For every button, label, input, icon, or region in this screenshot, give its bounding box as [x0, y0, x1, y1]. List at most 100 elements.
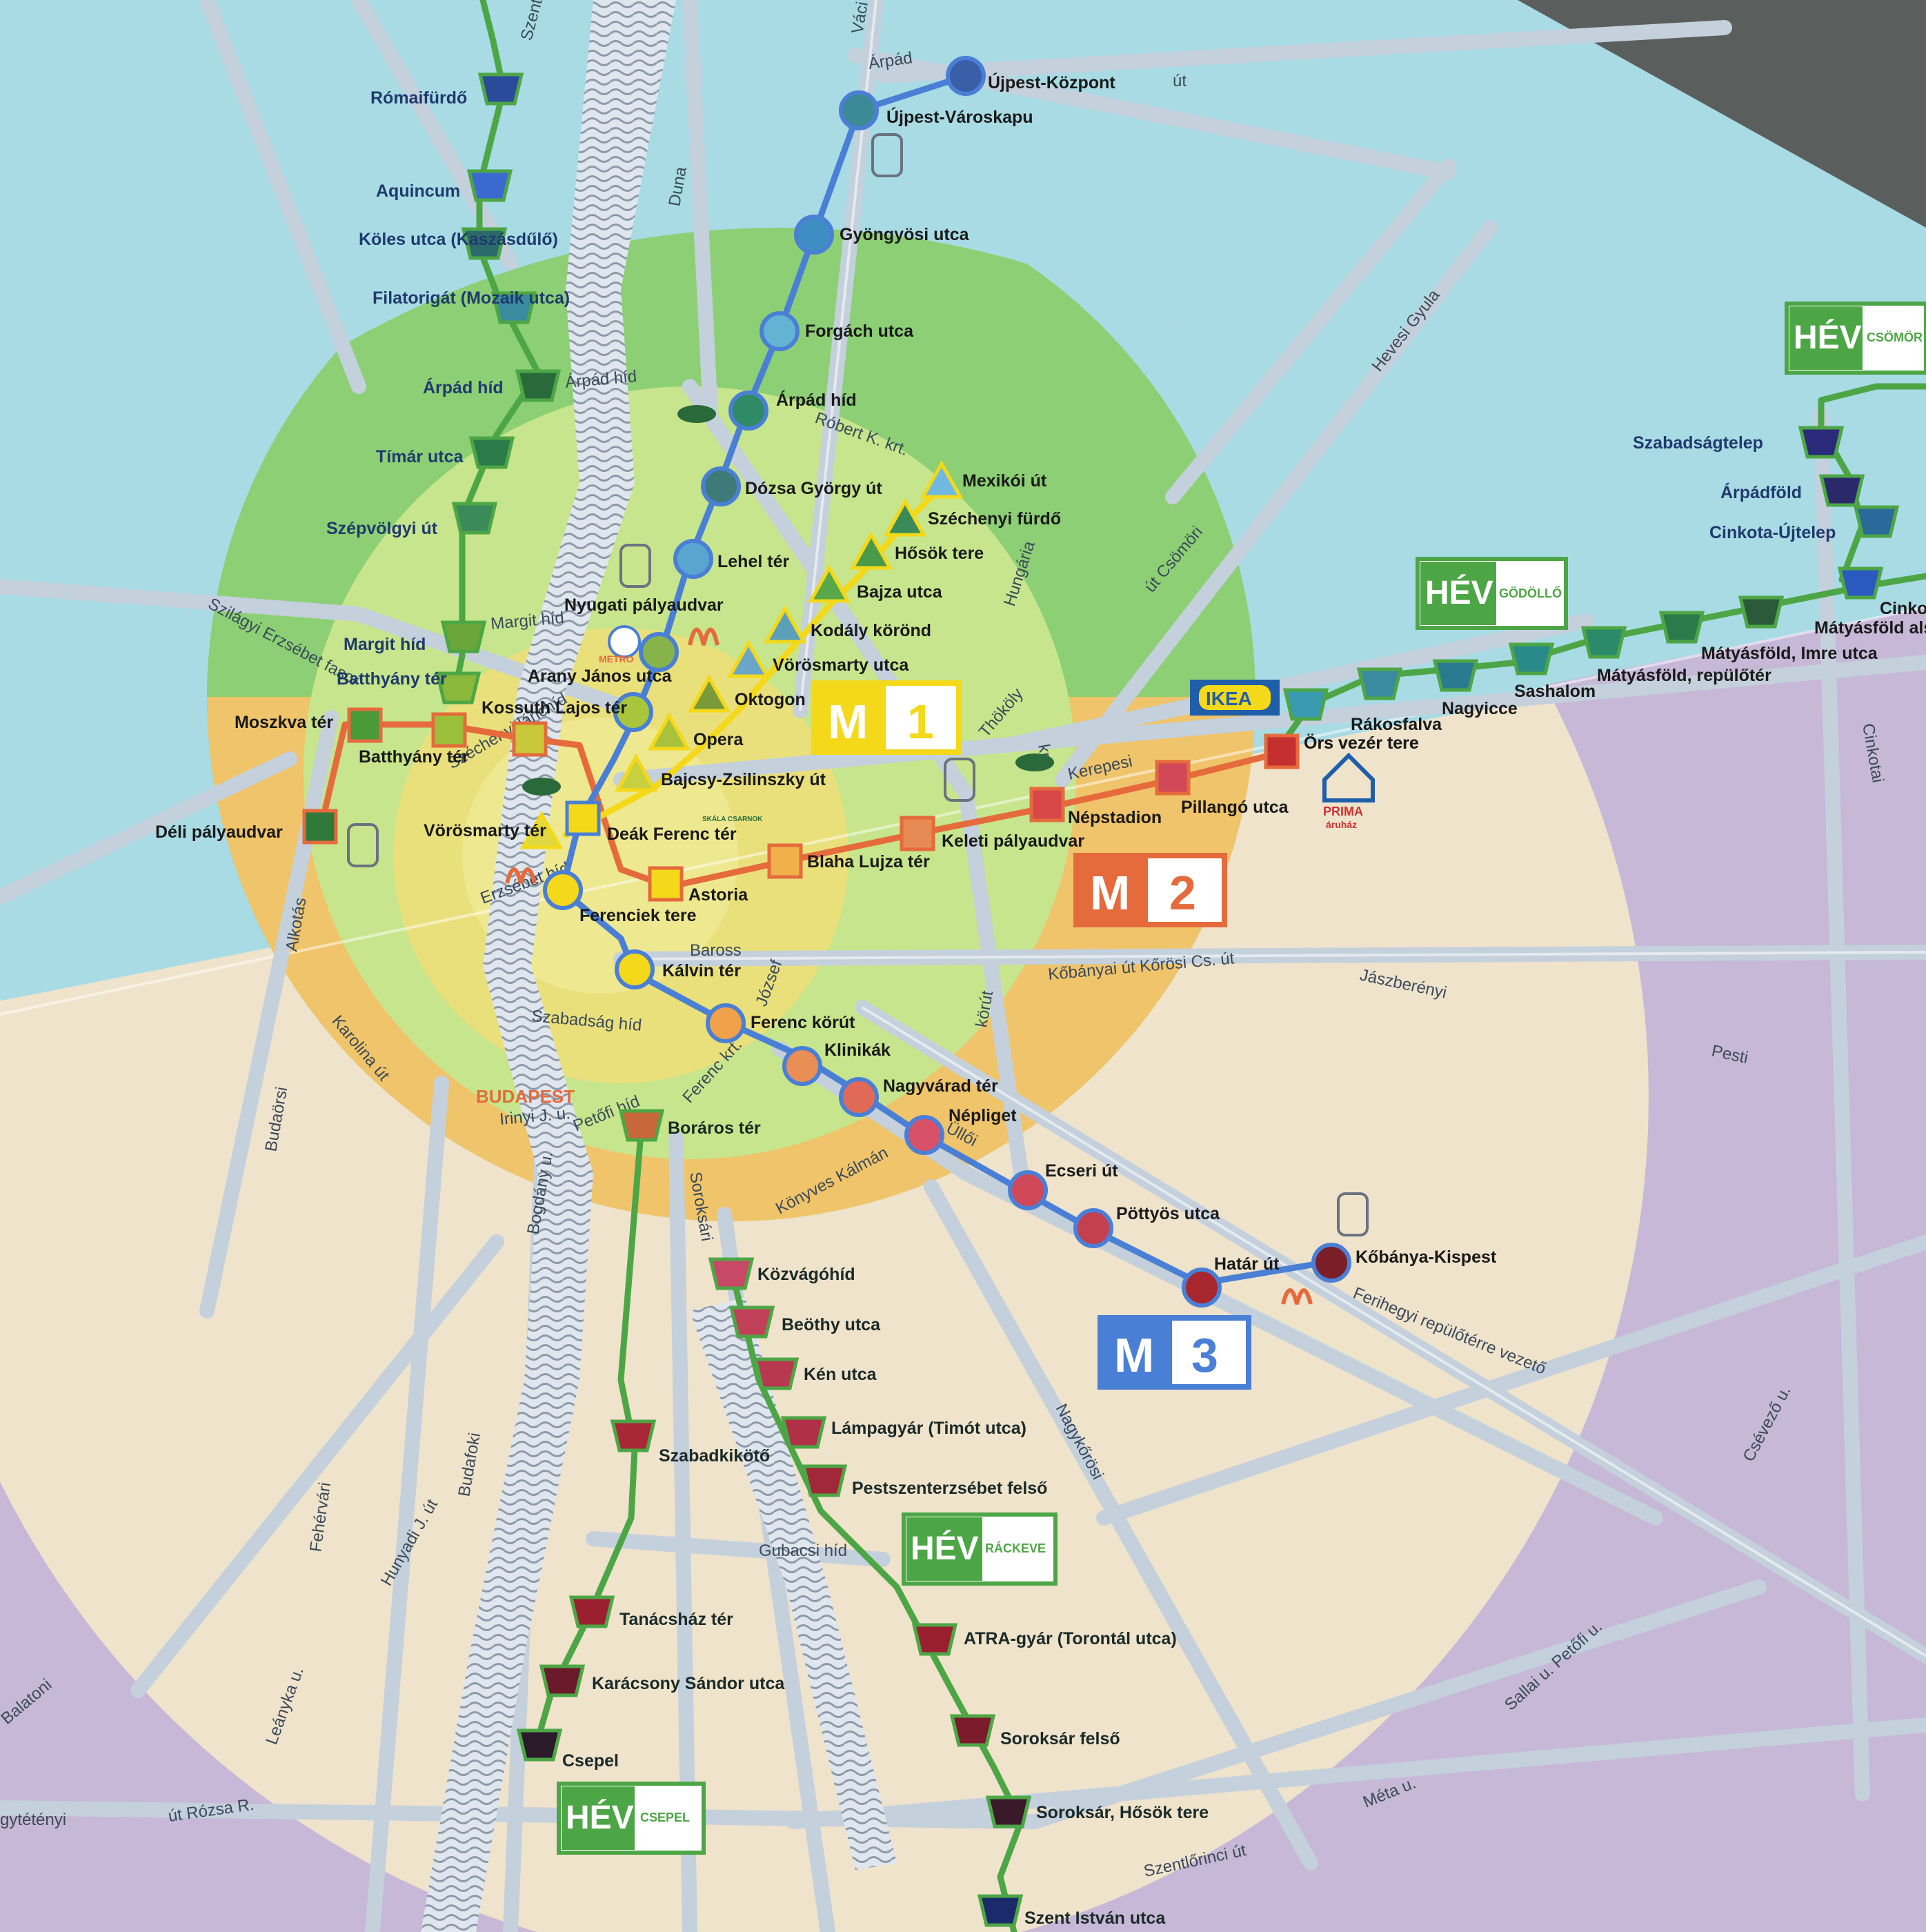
station-label: Gyöngyösi utca — [840, 225, 970, 244]
station-m2[interactable] — [1155, 760, 1191, 796]
station-m1[interactable] — [920, 460, 964, 499]
station-m3[interactable] — [1073, 1208, 1113, 1248]
station-m1[interactable] — [519, 810, 564, 849]
station-m3[interactable] — [782, 1046, 822, 1086]
station-label: Mexikói út — [962, 471, 1047, 491]
station-m1[interactable] — [614, 753, 658, 792]
station-hev[interactable] — [977, 1894, 1024, 1927]
station-m2[interactable] — [565, 800, 601, 836]
road-label: Gubacsi híd — [759, 1541, 847, 1560]
train-station-icon — [347, 133, 1369, 1236]
station-label: Soroksár felső — [1000, 1729, 1120, 1748]
station-label: Szabadságtelep — [1633, 433, 1763, 453]
station-m3[interactable] — [839, 90, 879, 130]
station-m1[interactable] — [687, 673, 731, 713]
station-m1[interactable] — [849, 531, 893, 570]
hev-dest-text: GÖDÖLLŐ — [1499, 586, 1562, 600]
hev-logo-text: HÉV — [566, 1799, 634, 1836]
station-m2[interactable] — [900, 816, 935, 851]
station-hev[interactable] — [451, 502, 498, 535]
station-hev[interactable] — [1356, 667, 1403, 700]
station-m3[interactable] — [613, 692, 653, 732]
station-hev[interactable] — [1658, 611, 1705, 644]
station-hev[interactable] — [539, 1664, 586, 1697]
station-m3[interactable] — [1182, 1268, 1222, 1308]
station-m3[interactable] — [1008, 1170, 1048, 1210]
station-hev[interactable] — [1508, 642, 1555, 676]
station-m1[interactable] — [807, 564, 851, 603]
station-hev[interactable] — [1580, 626, 1627, 659]
station-m2[interactable] — [431, 712, 467, 748]
station-label: Margit híd — [344, 635, 426, 654]
station-hev[interactable] — [1738, 595, 1785, 629]
station-hev[interactable] — [985, 1795, 1032, 1828]
station-label: Oktogon — [735, 690, 806, 709]
station-hev[interactable] — [461, 227, 508, 260]
station-label: Rákosfalva — [1351, 715, 1442, 734]
station-hev[interactable] — [610, 1419, 657, 1452]
station-m3[interactable] — [706, 1003, 746, 1043]
station-m2[interactable] — [512, 721, 548, 757]
m1-line — [562, 480, 949, 838]
station-m1[interactable] — [647, 711, 691, 751]
station-hev[interactable] — [477, 72, 524, 106]
station-m1[interactable] — [883, 497, 927, 537]
station-hev[interactable] — [516, 1728, 563, 1762]
station-m3[interactable] — [615, 949, 655, 989]
m2-stations: Déli pályaudvar Moszkva tér Batthyány té… — [155, 698, 1419, 905]
station-m3[interactable] — [639, 632, 679, 672]
hev-godollo-stations: Örs vezér tere Rákosfalva Nagyicce Sasha… — [1282, 566, 1926, 753]
station-hev[interactable] — [911, 1623, 958, 1656]
station-hev[interactable] — [1432, 659, 1479, 692]
station-hev[interactable] — [728, 1305, 775, 1339]
m1-stations: Mexikói út Széchenyi fürdő Hősök tere Ba… — [424, 460, 1061, 849]
station-hev[interactable] — [1837, 566, 1884, 600]
station-m3[interactable] — [946, 56, 986, 96]
station-m3[interactable] — [794, 215, 834, 255]
station-m3[interactable] — [728, 391, 768, 431]
station-label: Mátyásföld, Imre utca — [1701, 644, 1878, 663]
station-m3[interactable] — [701, 466, 741, 506]
station-hev[interactable] — [568, 1595, 615, 1628]
ikea-text: IKEA — [1206, 688, 1252, 709]
station-hev[interactable] — [1853, 505, 1900, 538]
station-m2[interactable] — [648, 866, 684, 902]
station-label: Szent István utca — [1024, 1909, 1166, 1928]
hev-dest-text: RÁCKEVE — [985, 1541, 1046, 1555]
station-m3[interactable] — [839, 1077, 879, 1117]
station-m2[interactable] — [1029, 787, 1065, 822]
station-m3[interactable] — [543, 870, 583, 910]
station-m3[interactable] — [673, 539, 713, 579]
road-label: út — [1173, 72, 1187, 90]
station-m3[interactable] — [904, 1115, 944, 1155]
station-label: Örs vezér tere — [1304, 733, 1419, 753]
station-label: Mátyásföld, repülőtér — [1597, 666, 1771, 685]
station-hev[interactable] — [1818, 474, 1865, 507]
station-hev[interactable] — [949, 1714, 996, 1747]
station-m3[interactable] — [760, 311, 800, 351]
station-label: Ferenc körút — [751, 1013, 855, 1032]
station-hev[interactable] — [435, 671, 482, 704]
station-m1[interactable] — [726, 639, 771, 678]
station-hev[interactable] — [515, 369, 562, 402]
station-label: Aquincum — [376, 181, 460, 201]
station-hev[interactable] — [1798, 426, 1845, 459]
station-hev[interactable] — [618, 1109, 665, 1142]
station-hev[interactable] — [1282, 688, 1329, 721]
station-label: Nyugati pályaudvar — [564, 595, 724, 615]
station-m3[interactable] — [1311, 1243, 1351, 1283]
station-hev[interactable] — [440, 620, 487, 653]
station-hev[interactable] — [801, 1464, 848, 1497]
station-hev[interactable] — [466, 169, 513, 202]
station-m2[interactable] — [1264, 733, 1300, 769]
station-hev[interactable] — [780, 1416, 827, 1449]
station-hev[interactable] — [468, 436, 515, 469]
station-m1[interactable] — [763, 604, 807, 644]
station-m2[interactable] — [767, 843, 803, 879]
station-label: Filatorigát (Mozaik utca) — [373, 288, 570, 308]
station-m2[interactable] — [302, 809, 338, 845]
station-hev[interactable] — [490, 291, 537, 324]
station-hev[interactable] — [753, 1357, 800, 1390]
station-m2[interactable] — [347, 707, 383, 743]
station-hev[interactable] — [708, 1257, 755, 1290]
